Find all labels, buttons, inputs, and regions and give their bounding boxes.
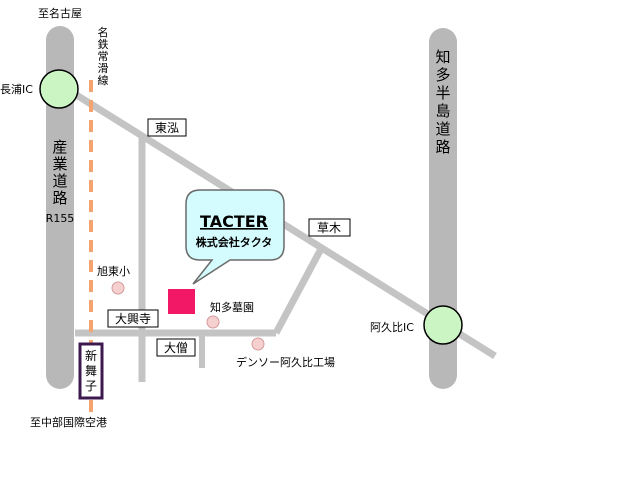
chita-cemetery-marker [206,315,220,329]
shin-maiko-station-box [78,342,104,400]
kusagi-label: 草木 [317,221,341,235]
agui-ic-label: 阿久比IC [370,321,414,334]
daikouji-label: 大興寺 [115,312,151,326]
callout-bubble [185,189,285,285]
nagaura-ic-marker [39,69,79,109]
chita-peninsula-road-label: 知多半島道路 [435,48,450,156]
higashi-hiro-box [147,118,187,137]
higashi-hiro-label: 東泓 [155,121,179,135]
chita-cemetery-label: 知多墓園 [210,300,254,314]
asahi-higashi-elementary-label: 旭東小 [97,264,130,278]
shin-maiko-label: 新舞子 [85,348,97,393]
r155-label: R155 [46,212,75,225]
ozo-label: 大僧 [164,341,188,355]
callout-company: 株式会社タクタ [196,235,273,249]
nagaura-ic-label: 長浦IC [0,83,33,96]
asahi-higashi-elementary-marker [111,281,125,295]
kusagi-box [308,218,351,237]
denso-plant-label: デンソー阿久比工場 [236,355,335,369]
sangyo-road-label: 産業道路 [52,138,67,207]
company-location-marker [168,289,195,314]
to-nagoya-label: 至名古屋 [38,6,82,20]
agui-ic-marker [423,305,463,345]
kusagi-road [272,245,326,335]
callout-brand: TACTER [200,212,268,231]
meitetsu-line-label: 名鉄常滑線 [98,25,109,87]
ozo-box [156,338,196,357]
daikouji-box [107,309,159,328]
denso-plant-marker [251,337,265,351]
to-airport-label: 至中部国際空港 [30,415,107,429]
